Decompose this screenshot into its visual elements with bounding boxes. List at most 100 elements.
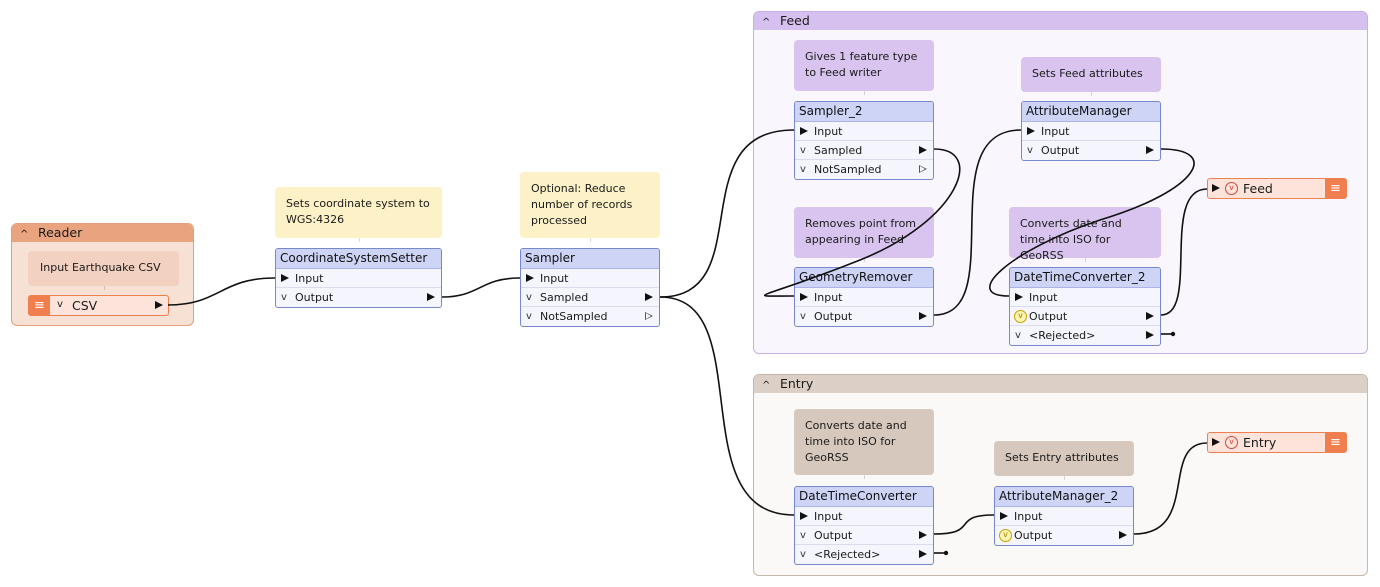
entry-bookmark-header[interactable]: ^ Entry	[754, 375, 1367, 393]
note-text: Removes point from appearing in Feed	[805, 217, 917, 246]
port-chevron-icon[interactable]: v	[1014, 310, 1027, 323]
input-port[interactable]: Input	[995, 507, 1133, 526]
output-port-icon[interactable]	[919, 531, 927, 539]
transformer-title[interactable]: DateTimeConverter	[795, 487, 933, 507]
port-label: Output	[1041, 144, 1080, 157]
port-chevron-icon[interactable]: v	[800, 164, 806, 175]
input-port-icon[interactable]	[800, 293, 808, 301]
reader-feature-type-csv[interactable]: ≡ v CSV	[28, 295, 169, 316]
output-port-icon[interactable]	[919, 312, 927, 320]
unconnected-output-port-icon[interactable]	[645, 312, 653, 320]
port-chevron-icon[interactable]: v	[526, 292, 532, 303]
input-port[interactable]: Input	[521, 269, 659, 288]
port-chevron-icon[interactable]: v	[281, 292, 287, 303]
entry-bookmark-title: Entry	[779, 376, 814, 391]
input-port[interactable]: Input	[795, 288, 933, 307]
port-chevron-icon[interactable]: v	[1015, 330, 1021, 341]
note-converts-entry[interactable]: Converts date and time into ISO for GeoR…	[794, 409, 934, 479]
transformer-title[interactable]: GeometryRemover	[795, 268, 933, 288]
port-label: Input	[1029, 291, 1058, 304]
input-port[interactable]: Input	[1022, 122, 1160, 141]
feed-bookmark-header[interactable]: ^ Feed	[754, 12, 1367, 30]
output-port-icon[interactable]	[645, 293, 653, 301]
note-sets-entry-attributes[interactable]: Sets Entry attributes	[994, 441, 1134, 480]
note-converts-feed[interactable]: Converts date and time into ISO for GeoR…	[1009, 207, 1161, 262]
note-coordinate-system[interactable]: Sets coordinate system to WGS:4326	[275, 187, 442, 242]
port-chevron-icon[interactable]: v	[800, 145, 806, 156]
output-port-icon[interactable]	[1119, 531, 1127, 539]
output-port[interactable]: v Output	[1022, 141, 1160, 160]
output-port-icon[interactable]	[919, 146, 927, 154]
input-port-icon[interactable]	[1027, 127, 1035, 135]
input-port[interactable]: Input	[276, 269, 441, 288]
output-port-icon[interactable]	[155, 301, 163, 309]
note-text: Optional: Reduce number of records proce…	[531, 182, 633, 227]
port-chevron-icon[interactable]: v	[800, 311, 806, 322]
port-chevron-icon[interactable]: v	[800, 530, 806, 541]
transformer-title[interactable]: Sampler	[521, 249, 659, 269]
output-port-icon[interactable]	[1146, 146, 1154, 154]
input-port[interactable]: Input	[1010, 288, 1160, 307]
transformer-attributemanager[interactable]: AttributeManager Input v Output	[1021, 101, 1161, 161]
output-port-icon[interactable]	[1146, 331, 1154, 339]
rejected-port[interactable]: v<Rejected>	[795, 545, 933, 564]
collapse-chevron-icon[interactable]: ^	[20, 229, 29, 240]
input-port[interactable]: Input	[795, 507, 933, 526]
collapse-chevron-icon[interactable]: ^	[762, 17, 771, 28]
unconnected-output-port-icon[interactable]	[919, 165, 927, 173]
collapse-circle-icon[interactable]: v	[1225, 436, 1238, 449]
input-port-icon[interactable]	[281, 274, 289, 282]
port-chevron-icon[interactable]: v	[526, 311, 532, 322]
reader-bookmark-header[interactable]: ^ Reader	[12, 224, 193, 242]
output-port-icon[interactable]	[919, 550, 927, 558]
output-port-icon[interactable]	[1146, 312, 1154, 320]
note-removes-point[interactable]: Removes point from appearing in Feed	[794, 207, 934, 262]
input-port-icon[interactable]	[800, 127, 808, 135]
note-sets-feed-attributes[interactable]: Sets Feed attributes	[1021, 57, 1161, 96]
port-label: <Rejected>	[1029, 329, 1096, 342]
collapse-circle-icon[interactable]: v	[1225, 182, 1238, 195]
output-port-icon[interactable]	[427, 293, 435, 301]
note-input-csv[interactable]: Input Earthquake CSV	[28, 251, 179, 290]
transformer-title[interactable]: AttributeManager	[1022, 102, 1160, 122]
transformer-title[interactable]: Sampler_2	[795, 102, 933, 122]
collapse-chevron-icon[interactable]: ^	[762, 380, 771, 391]
note-sampler[interactable]: Optional: Reduce number of records proce…	[520, 172, 660, 242]
input-port-icon[interactable]	[1212, 438, 1220, 446]
port-chevron-icon[interactable]: v	[800, 549, 806, 560]
feature-chevron-icon[interactable]: v	[57, 299, 63, 310]
input-port-icon[interactable]	[1015, 293, 1023, 301]
transformer-title[interactable]: DateTimeConverter_2	[1010, 268, 1160, 288]
input-port-icon[interactable]	[1000, 512, 1008, 520]
rejected-port[interactable]: v <Rejected>	[1010, 326, 1160, 345]
port-chevron-icon[interactable]: v	[1027, 145, 1033, 156]
input-port-icon[interactable]	[1212, 184, 1220, 192]
input-port-icon[interactable]	[800, 512, 808, 520]
note-text: Converts date and time into ISO for GeoR…	[1020, 217, 1122, 262]
note-text: Sets Entry attributes	[1005, 451, 1119, 464]
writer-feature-type-feed[interactable]: v Feed ≡	[1207, 178, 1347, 199]
port-chevron-icon[interactable]: v	[999, 529, 1012, 542]
input-port-icon[interactable]	[526, 274, 534, 282]
transformer-title[interactable]: CoordinateSystemSetter	[276, 249, 441, 269]
note-gives-one-feature[interactable]: Gives 1 feature type to Feed writer	[794, 40, 934, 95]
transformer-title[interactable]: AttributeManager_2	[995, 487, 1133, 507]
input-port[interactable]: Input	[795, 122, 933, 141]
writer-feature-type-entry[interactable]: v Entry ≡	[1207, 432, 1347, 453]
